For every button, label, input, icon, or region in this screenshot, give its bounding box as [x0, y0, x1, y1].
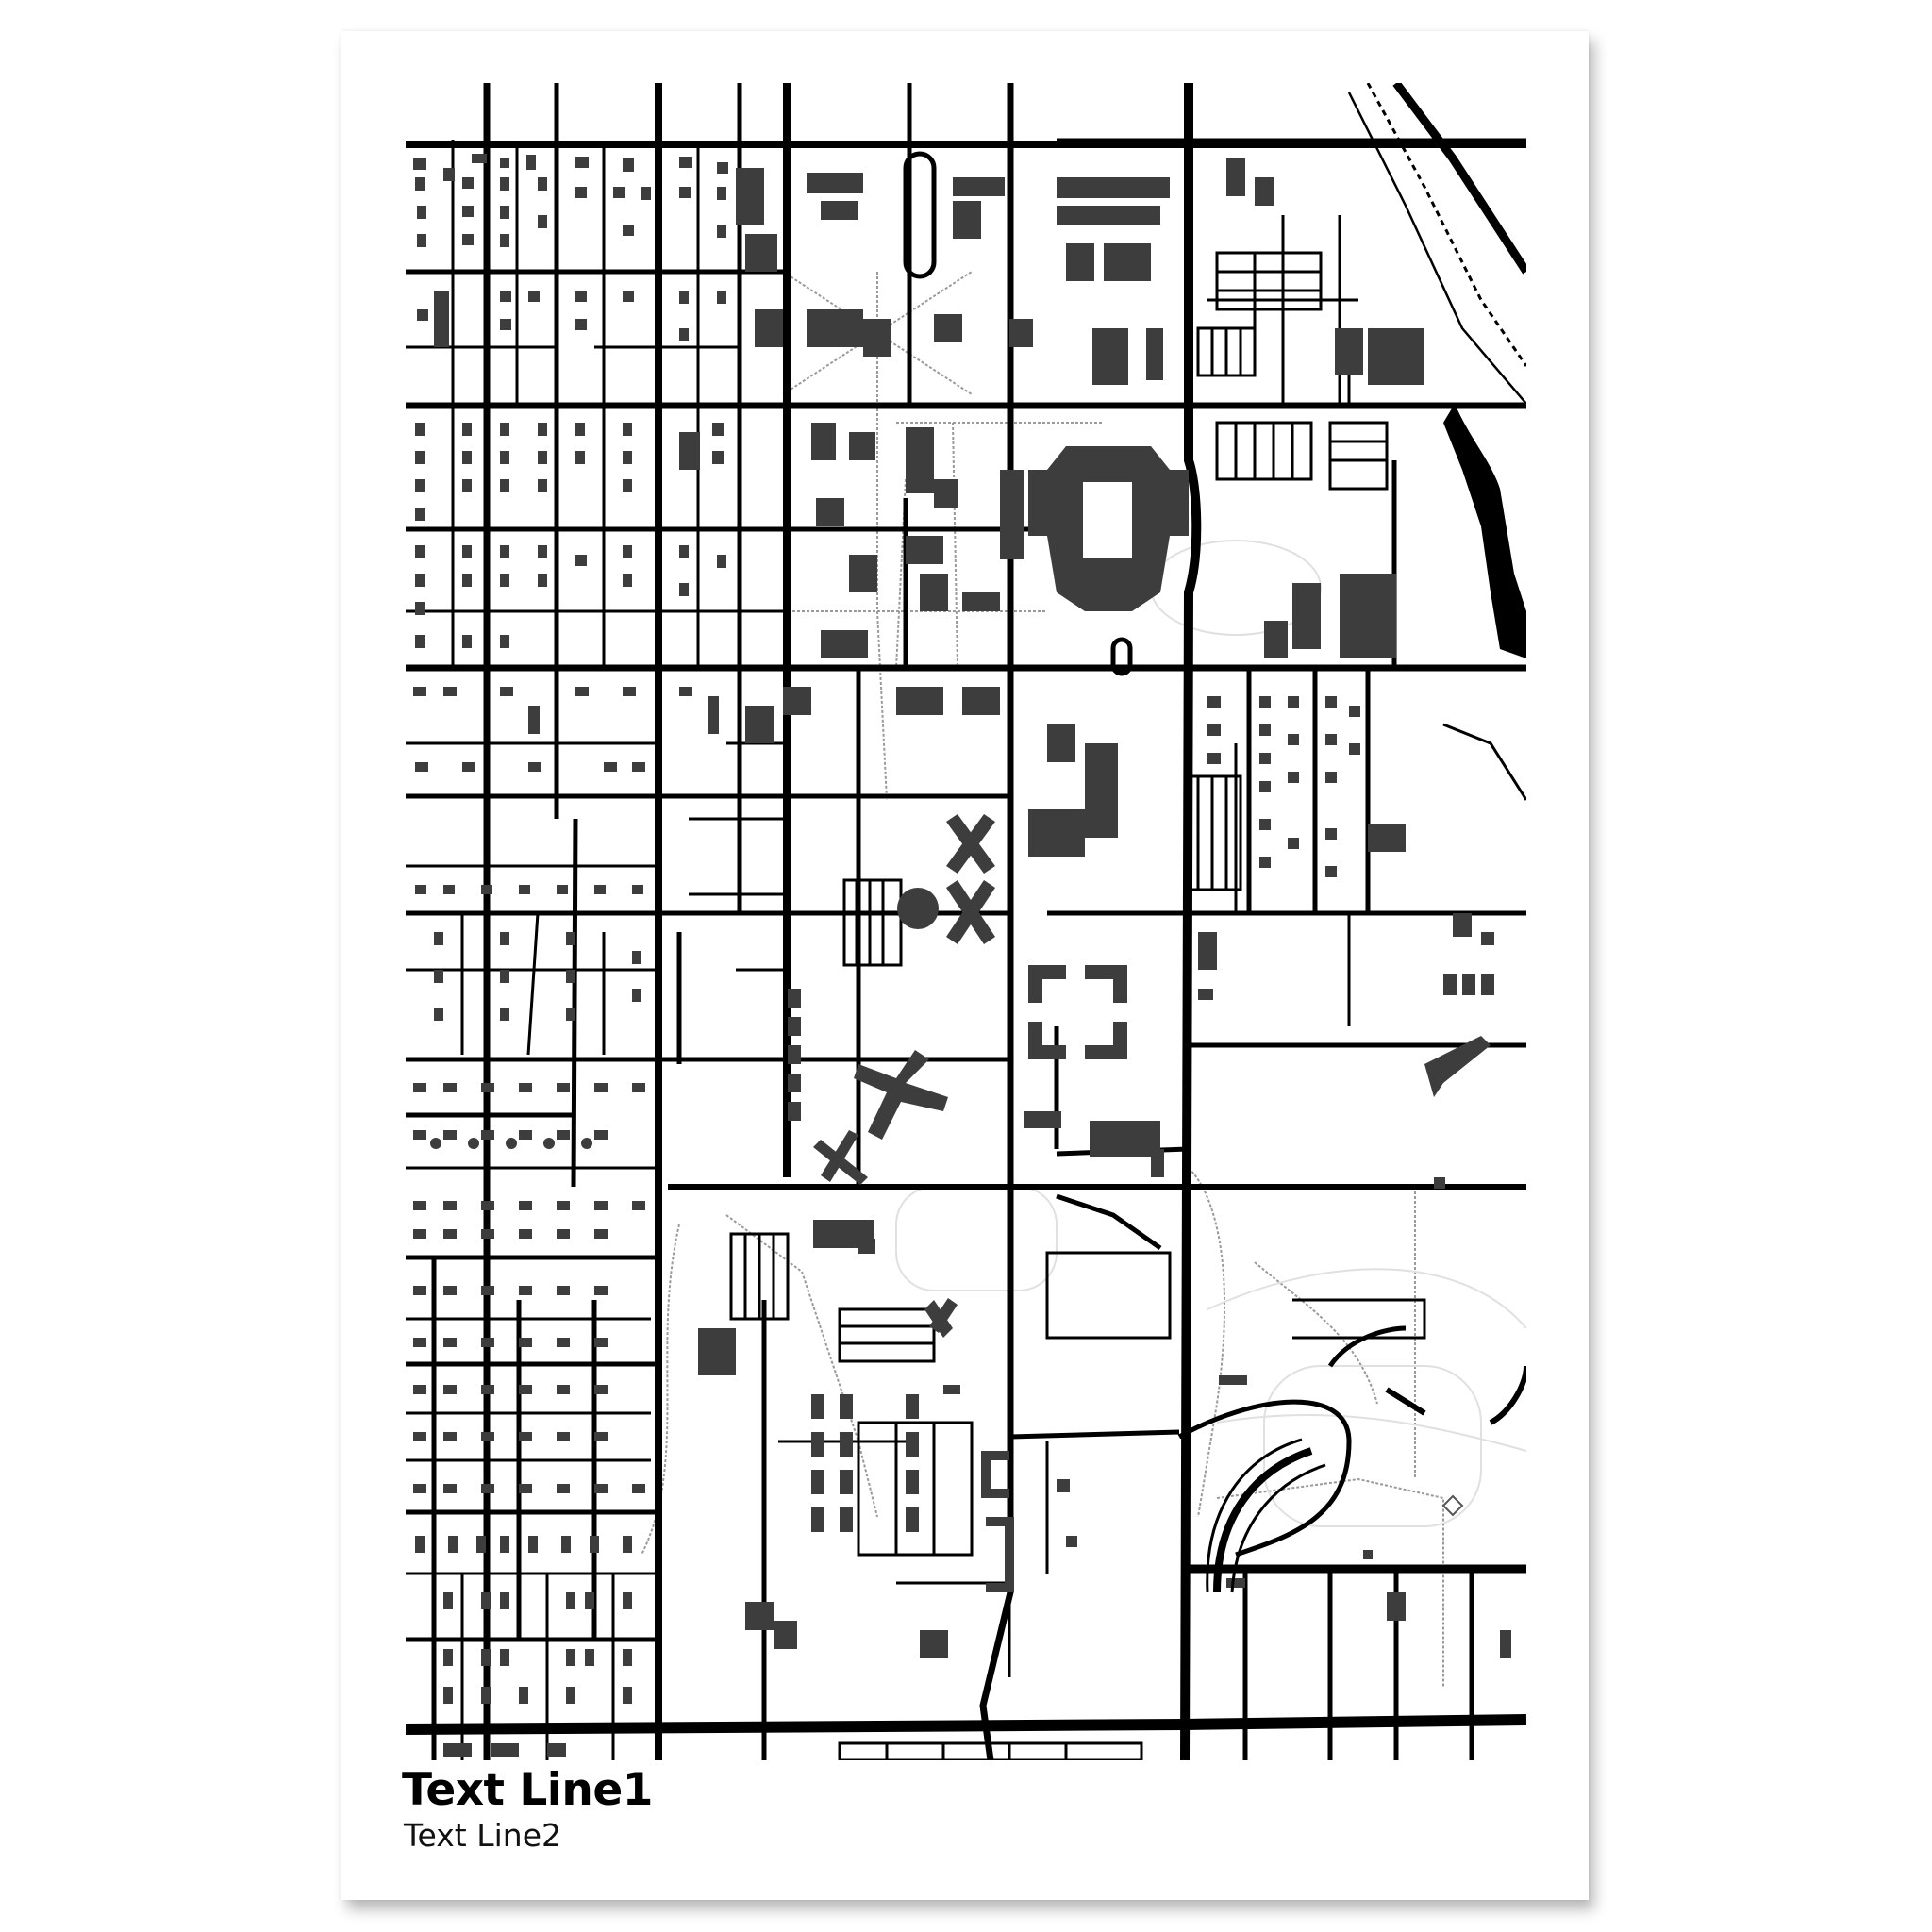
roundabout-marker [1441, 1494, 1464, 1517]
parking-lots [729, 251, 1389, 1760]
east-residential [1198, 696, 1445, 1189]
river [1443, 404, 1526, 658]
major-roads [406, 83, 1526, 1760]
map-poster: Text Line1 Text Line2 [341, 31, 1589, 1900]
residential-buildings [413, 154, 1445, 1757]
block-row-6 [413, 687, 719, 772]
poster-title: Text Line1 [402, 1764, 653, 1816]
block-row-9 [413, 1201, 645, 1493]
stadium [1000, 446, 1189, 611]
railway [1347, 83, 1526, 405]
block-row-7 [415, 885, 643, 1021]
buildings [698, 158, 1511, 1658]
parkway [1206, 1298, 1526, 1593]
block-row-2 [415, 177, 726, 247]
city-map [406, 83, 1526, 1760]
block-row-1 [413, 154, 728, 181]
block-row-3 [417, 291, 726, 347]
poster-subtitle: Text Line2 [404, 1817, 561, 1854]
block-row-5 [415, 545, 726, 648]
oval-drive [903, 151, 1133, 676]
block-row-8 [413, 1083, 645, 1149]
map-canvas [406, 83, 1526, 1760]
block-row-4 [415, 423, 724, 521]
block-row-10 [415, 1536, 632, 1757]
